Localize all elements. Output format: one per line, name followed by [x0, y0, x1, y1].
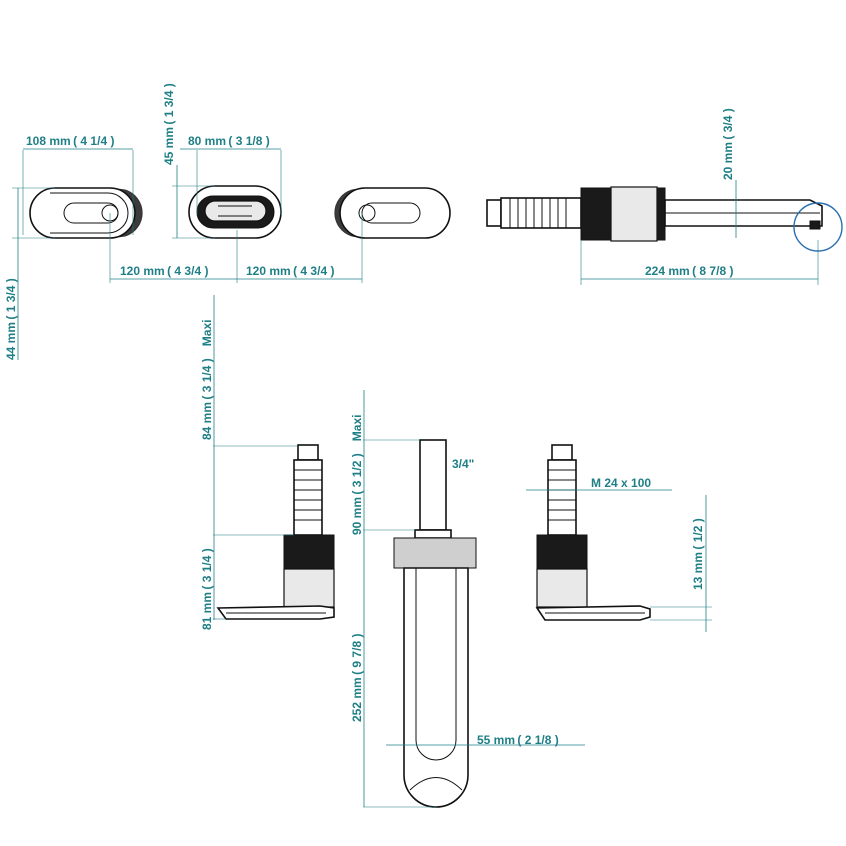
plate-width-label: 108 mm ( 4 1/4 ) — [26, 134, 114, 148]
center-plate-width-label: 80 mm ( 3 1/8 ) — [188, 134, 270, 148]
spacing-left-label: 120 mm ( 4 3/4 ) — [120, 264, 208, 278]
thread-label: M 24 x 100 — [591, 476, 651, 490]
connection-label: 3/4" — [452, 457, 474, 471]
handle-height-label: 81 mm ( 3 1/4 ) — [200, 548, 214, 630]
spout-height-label: 20 mm ( 3/4 ) — [721, 108, 735, 180]
dimensions-bottom-row: 84 mm ( 3 1/4 ) Maxi 81 mm ( 3 1/4 ) 90 … — [200, 295, 712, 808]
handle-shank-label: 84 mm ( 3 1/4 ) Maxi — [200, 320, 214, 440]
dimensions-top-row: 108 mm ( 4 1/4 ) 44 mm ( 1 3/4 ) 80 mm (… — [4, 83, 819, 360]
spout-side-view — [486, 186, 843, 252]
left-handle-plan-view — [29, 187, 143, 239]
plate-height-label: 44 mm ( 1 3/4 ) — [4, 278, 18, 360]
spout-length-label: 224 mm ( 8 7/8 ) — [645, 264, 733, 278]
center-plate-height-label: 45 mm ( 1 3/4 ) — [162, 83, 176, 165]
left-handle-elevation — [216, 444, 335, 620]
spout-total-label: 252 mm ( 9 7/8 ) — [350, 634, 364, 722]
center-spout-plan-view — [188, 185, 282, 239]
spout-width-label: 55 mm ( 2 1/8 ) — [477, 733, 559, 747]
spacing-right-label: 120 mm ( 4 3/4 ) — [246, 264, 334, 278]
plate-thickness-label: 13 mm ( 1/2 ) — [691, 518, 705, 590]
spout-shank-label: 90 mm ( 3 1/2 ) Maxi — [350, 415, 364, 535]
right-handle-elevation — [535, 444, 651, 621]
right-handle-plan-view — [334, 187, 451, 239]
center-spout-elevation — [393, 439, 477, 808]
